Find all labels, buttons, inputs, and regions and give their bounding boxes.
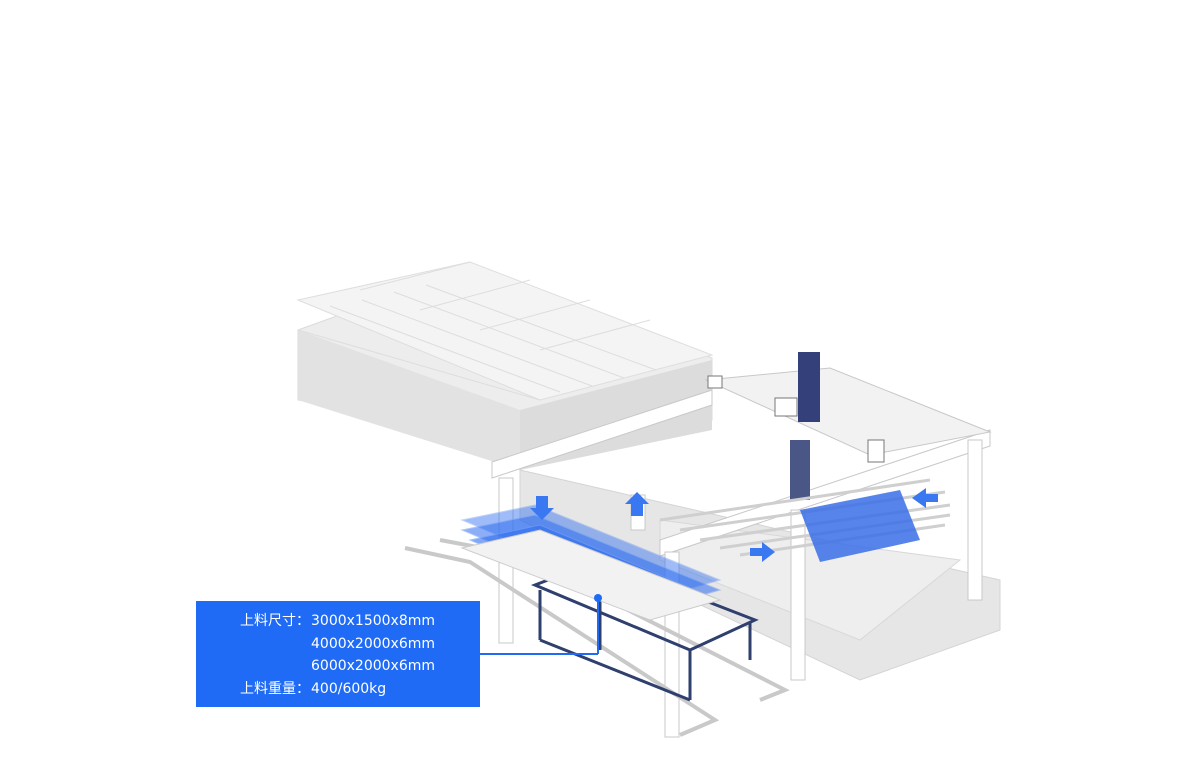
arrow-icons bbox=[530, 488, 938, 562]
size-row-2: 4000x2000x6mm bbox=[311, 633, 480, 656]
size-value-2: 4000x2000x6mm bbox=[311, 635, 436, 652]
size-value-3: 6000x2000x6mm bbox=[311, 658, 436, 674]
sheet-on-rack bbox=[800, 490, 920, 562]
size-row-3: 6000x2000x6mm bbox=[311, 655, 480, 678]
robot-arm bbox=[707, 352, 885, 500]
size-label: 上料尺寸： bbox=[240, 613, 310, 629]
size-value-1: 3000x1500x8mm bbox=[311, 613, 436, 629]
weight-row: 上料重量： 400/600kg bbox=[240, 678, 480, 701]
laser-cutting-machine bbox=[296, 261, 1001, 681]
spec-info-box: 上料尺寸： 3000x1500x8mm 4000x2000x6mm 6000x2… bbox=[196, 601, 480, 707]
callout-connector bbox=[480, 594, 602, 655]
weight-label: 上料重量： bbox=[240, 680, 310, 697]
size-row: 上料尺寸： 3000x1500x8mm bbox=[240, 610, 480, 633]
white-sheet-pile bbox=[460, 529, 722, 621]
weight-value: 400/600kg bbox=[311, 680, 387, 697]
